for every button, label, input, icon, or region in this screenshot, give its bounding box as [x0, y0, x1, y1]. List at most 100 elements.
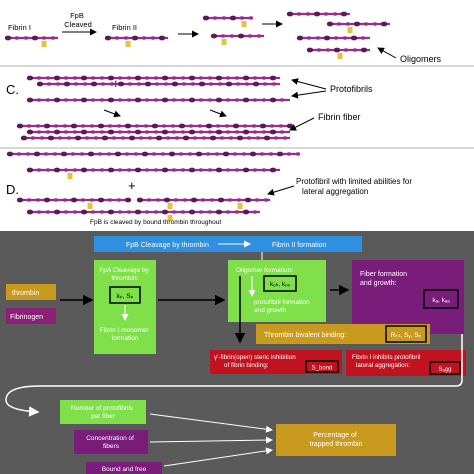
molecule-node	[286, 152, 292, 156]
molecule-node	[111, 136, 117, 140]
thrombin-marker	[221, 39, 227, 45]
molecule-node	[295, 152, 301, 156]
fibrinogen-input: Fibrinogen	[10, 314, 43, 321]
molecule-node	[215, 75, 223, 81]
molecule-node	[126, 76, 132, 80]
molecule-node	[35, 198, 41, 202]
protofibrils-pointer-1	[291, 78, 327, 90]
molecule-node	[262, 82, 268, 86]
molecule-node	[180, 98, 186, 102]
bivalent-params-frame	[385, 325, 427, 343]
molecule-node	[80, 129, 88, 135]
assembly-arrow-1	[103, 109, 121, 118]
thrombin-marker	[347, 27, 353, 33]
molecule-node	[273, 136, 279, 140]
thrombin-marker	[337, 53, 343, 59]
molecule-node	[52, 152, 58, 156]
molecule-node	[209, 198, 215, 202]
molecule-node	[14, 36, 20, 40]
molecule-node	[72, 168, 78, 172]
molecule-node	[26, 124, 32, 128]
thrombin-marker	[167, 203, 173, 209]
molecule-node	[60, 151, 68, 157]
molecule-node	[20, 135, 28, 141]
molecule-node	[80, 124, 86, 128]
molecule-node	[26, 97, 34, 103]
molecule-node	[261, 130, 267, 134]
molecule-node	[190, 82, 196, 86]
molecule-node	[134, 75, 142, 81]
molecule-node	[114, 151, 122, 157]
molecule-node	[153, 130, 159, 134]
molecule-node	[269, 97, 277, 103]
molecule-node	[188, 97, 196, 103]
molecule-node	[53, 75, 61, 81]
molecule-node	[188, 124, 194, 128]
molecule-node	[201, 136, 207, 140]
output-arrow-2	[149, 436, 273, 444]
molecule-node	[16, 152, 22, 156]
fiber-line2: and growth:	[360, 280, 397, 287]
protofibril-line2: and growth	[254, 307, 287, 314]
molecule-node	[90, 130, 96, 134]
thrombin-input: thrombin	[12, 290, 39, 297]
molecule-node	[72, 210, 78, 214]
molecule-node	[220, 34, 226, 38]
gamma-prime: γ'-fibrin(open) steric inhibition of fib…	[214, 354, 297, 369]
protofibril-line1: protofibril formation	[254, 299, 310, 306]
thrombin-marker	[237, 203, 243, 209]
molecule-node	[127, 82, 133, 86]
molecule-node	[163, 82, 169, 86]
molecule-node	[380, 21, 388, 27]
molecule-node	[174, 136, 180, 140]
molecule-node	[138, 136, 144, 140]
molecule-node	[171, 168, 177, 172]
molecule-node	[242, 97, 250, 103]
fibrinogen-input-box	[6, 308, 56, 324]
molecule-node	[107, 124, 113, 128]
molecule-node	[242, 129, 250, 135]
molecule-node	[237, 33, 245, 39]
molecule-node	[116, 198, 122, 202]
molecule-node	[53, 124, 59, 128]
thrombin-bivalent: Thrombin bivalent binding:	[264, 332, 346, 339]
molecule-node	[53, 167, 61, 173]
molecule-node	[214, 152, 220, 156]
thrombin-input-box	[6, 284, 56, 300]
molecule-node	[228, 136, 234, 140]
molecule-node	[171, 76, 177, 80]
molecule-node	[227, 198, 233, 202]
molecule-node	[181, 82, 187, 86]
molecule-node	[117, 210, 123, 214]
molecule-node	[332, 12, 338, 16]
molecule-node	[188, 209, 196, 215]
molecule-node	[107, 97, 115, 103]
molecule-node	[247, 34, 253, 38]
molecule-node	[232, 152, 238, 156]
molecule-node	[120, 136, 126, 140]
monomer-line2: formation	[111, 335, 138, 342]
molecule-node	[57, 136, 63, 140]
molecule-node	[205, 123, 213, 129]
molecule-node	[62, 124, 68, 128]
molecule-node	[109, 82, 115, 86]
molecule-node	[248, 16, 254, 20]
molecule-node	[207, 130, 213, 134]
molecule-node	[200, 198, 206, 202]
molecule-node	[217, 197, 225, 203]
molecule-node	[33, 151, 41, 157]
molecule-node	[209, 135, 217, 141]
molecule-node	[229, 34, 235, 38]
fibrin-monomer-row	[4, 11, 390, 59]
percentage-trapped-box	[276, 424, 396, 456]
thrombin-marker	[167, 215, 173, 221]
molecule-node	[72, 98, 78, 102]
molecule-node	[313, 11, 321, 17]
molecule-node	[269, 167, 277, 173]
concentration-fibers: Concentration of fibers	[86, 435, 136, 450]
fibrin-i-inhibits: Fibrin I inhibits protofibril lateral ag…	[352, 354, 422, 369]
molecule-node	[180, 210, 186, 214]
molecule-node	[63, 210, 69, 214]
molecule-node	[80, 198, 86, 202]
inhibit-param-frame	[429, 361, 461, 375]
